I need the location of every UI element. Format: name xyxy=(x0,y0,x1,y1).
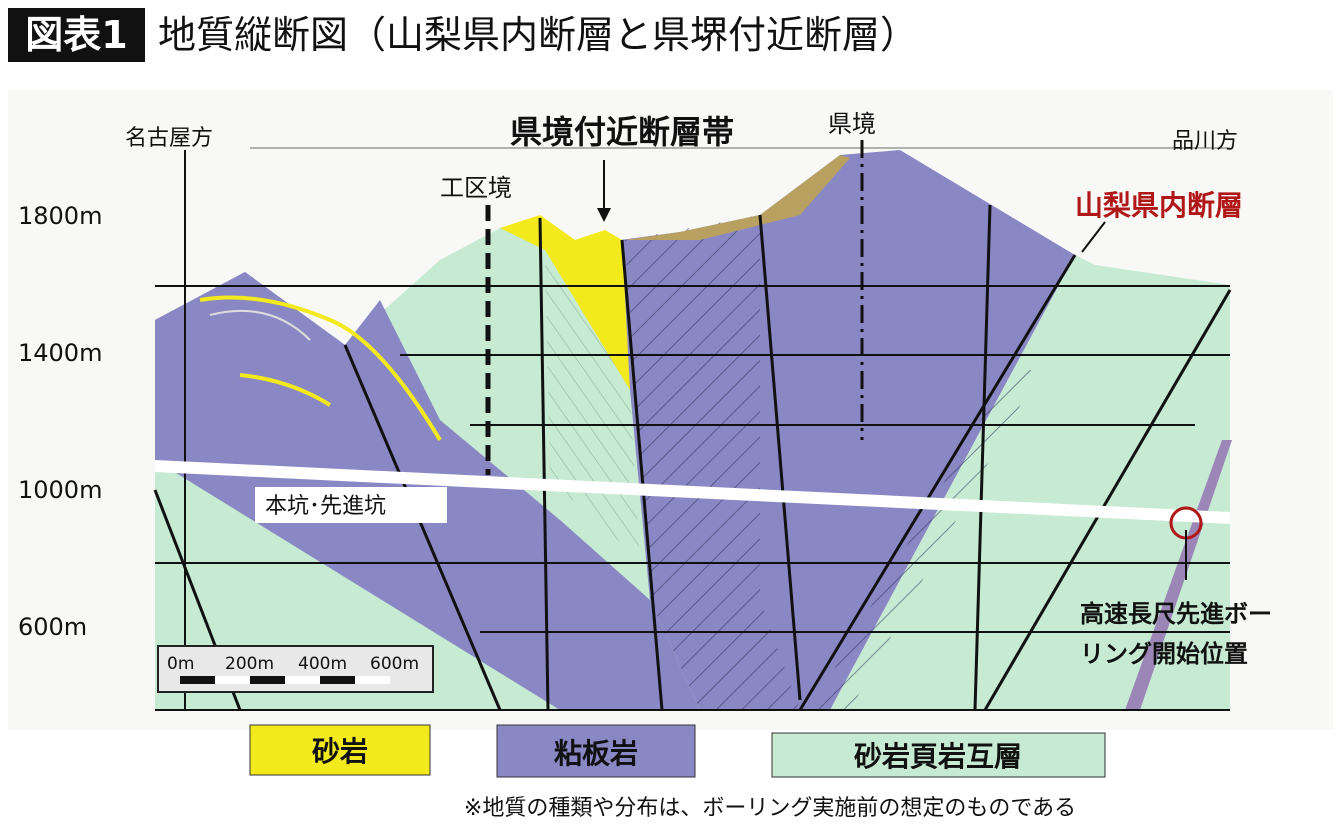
section-boundary-label: 工区境 xyxy=(440,174,512,202)
surface-deposit xyxy=(625,155,850,240)
elevation-1800: 1800m xyxy=(18,202,102,230)
fault-zone-label: 県境付近断層帯 xyxy=(510,113,734,151)
scale-400: 400m xyxy=(298,654,347,674)
prefecture-border-label: 県境 xyxy=(828,110,876,138)
tunnel-label: 本坑･先進坑 xyxy=(265,494,386,519)
sandstone xyxy=(500,215,630,390)
figure-title: 地質縦断図（山梨県内断層と県堺付近断層） xyxy=(158,13,919,57)
fault-zone-arrowhead xyxy=(597,208,611,222)
legend-swatch-slate xyxy=(496,724,696,778)
boring-label-2: リング開始位置 xyxy=(1080,640,1248,668)
scale-segments xyxy=(180,676,390,684)
footnote: ※地質の種類や分布は、ボーリング実施前の想定のものである xyxy=(464,796,1076,821)
elevation-grid xyxy=(155,285,1230,711)
slate-dike-right xyxy=(1125,440,1232,710)
tunnel-label-bg xyxy=(255,487,447,523)
tunnel-line xyxy=(155,460,1230,524)
boring-label-1: 高速長尺先進ボー xyxy=(1080,600,1272,628)
vein-white xyxy=(209,309,311,341)
legend-swatch-sandstone xyxy=(249,724,431,776)
elevation-1400: 1400m xyxy=(18,339,102,367)
figure-badge: 図表1 xyxy=(8,8,145,62)
legend-label-alternation: 砂岩頁岩互層 xyxy=(854,740,1022,773)
legend-label-sandstone: 砂岩 xyxy=(312,735,368,768)
scale-0: 0m xyxy=(167,654,194,674)
yamanashi-fault-label: 山梨県内断層 xyxy=(1075,189,1243,222)
direction-left: 名古屋方 xyxy=(125,126,213,151)
slate-left-top xyxy=(155,272,345,460)
elevation-1000: 1000m xyxy=(18,476,102,504)
scale-200: 200m xyxy=(225,654,274,674)
elevation-600: 600m xyxy=(18,613,87,641)
legend-label-slate: 粘板岩 xyxy=(554,737,638,770)
sandstone-vein-2 xyxy=(239,373,332,407)
yamanashi-fault-arrow xyxy=(1081,221,1106,253)
scale-600: 600m xyxy=(370,654,419,674)
alternation-right xyxy=(830,255,1230,710)
legend-swatch-alternation xyxy=(771,732,1106,778)
sandstone-vein xyxy=(199,295,442,442)
fault-lines xyxy=(153,150,1232,711)
scale-bar xyxy=(157,645,434,693)
slate-hatched-zone xyxy=(625,215,800,710)
direction-right: 品川方 xyxy=(1172,129,1238,154)
